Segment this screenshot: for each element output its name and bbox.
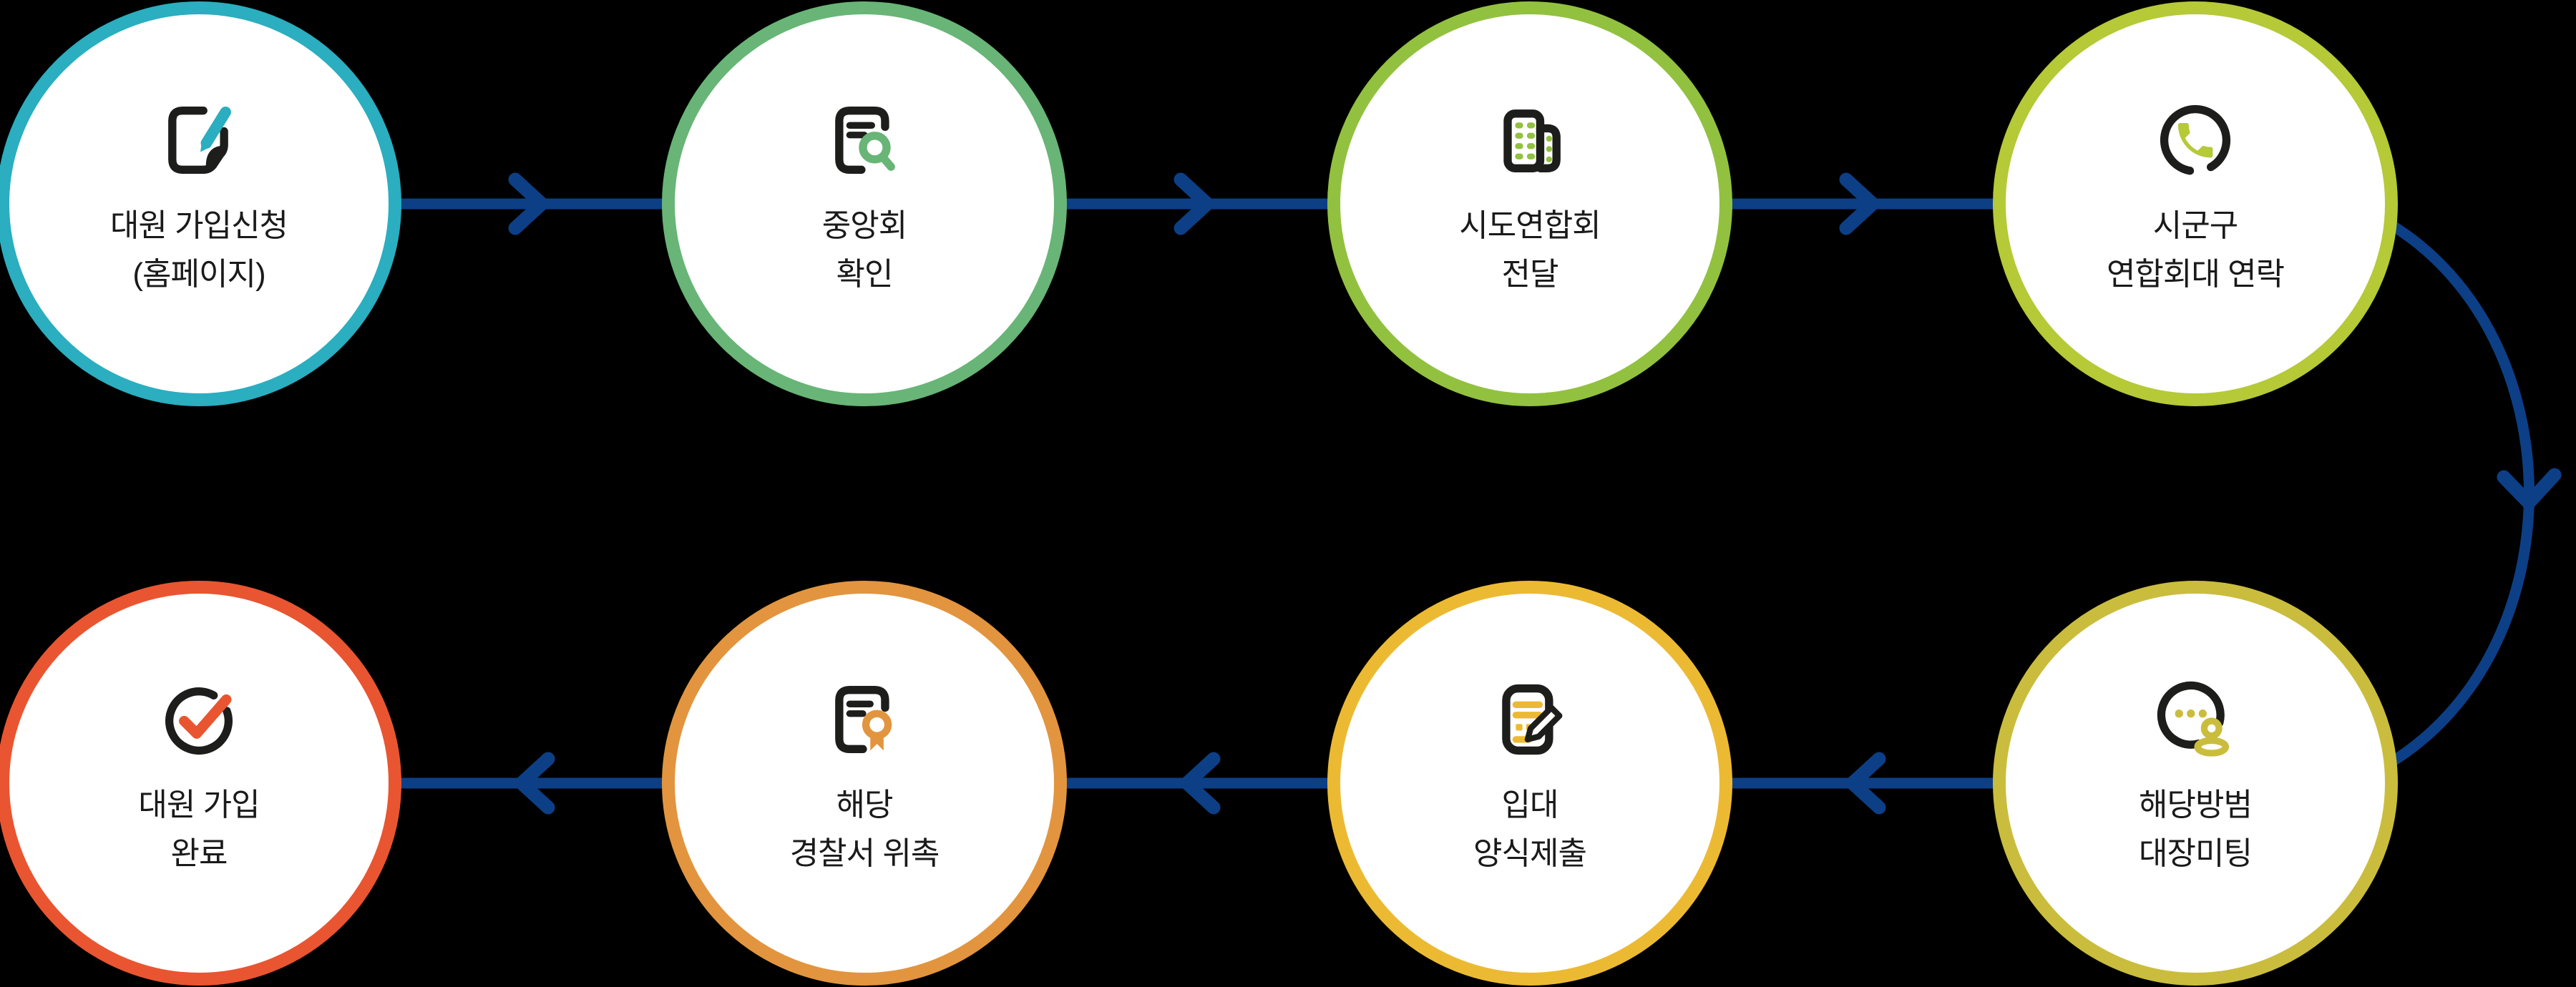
step-label-line2: 확인 [836,257,894,292]
step-label-line1: 시도연합회 [1459,208,1601,243]
step-label-line1: 중앙회 [821,208,907,243]
phone-icon [2160,104,2231,176]
check-circle-icon [165,687,233,755]
flow-step-4: 시군구 연합회대 연락 [1993,1,2398,406]
step-label-line1: 입대 [1501,787,1559,822]
step-label: 중앙회 확인 [675,202,1054,299]
step-label: 대원 가입신청 (홈페이지) [9,202,389,299]
flow-step-8: 대원 가입 완료 [0,581,401,986]
step-label-line2: 경찰서 위촉 [789,836,940,871]
step-label: 시도연합회 전달 [1340,202,1719,299]
certificate-award-icon [835,685,892,754]
step-label-line2: 완료 [170,836,228,871]
flow-step-1: 대원 가입신청 (홈페이지) [0,1,401,406]
building-windows [1515,122,1552,162]
step-label: 대원 가입 완료 [9,781,389,878]
arrow-step5-step6-head [1845,752,1886,815]
step-label-line1: 대원 가입신청 [109,208,288,243]
arrow-step6-step7-head [1180,752,1221,815]
step-label: 해당방범 대장미팅 [2006,781,2385,878]
document-search-icon [835,106,895,175]
step-label-line2: 연합회대 연락 [2106,257,2285,292]
edit-document-icon [168,106,231,175]
flow-step-5: 해당방범 대장미팅 [1993,581,2398,986]
form-pencil-icon [1502,684,1563,755]
flow-step-2: 중앙회 확인 [662,1,1067,406]
step-label: 입대 양식제출 [1340,781,1719,878]
step-label-line2: 전달 [1501,257,1559,292]
chat-person-icon [2157,681,2230,757]
arrow-step1-step2-head [508,172,549,235]
step-label-line2: 대장미팅 [2139,836,2253,871]
step-label-line1: 해당 [836,787,894,822]
arrow-step7-step8-head [514,752,555,815]
step-label-line2: 양식제출 [1473,836,1587,871]
arrow-step3-step4-head [1839,172,1880,235]
step-label-line1: 시군구 [2152,208,2238,243]
step-label: 시군구 연합회대 연락 [2006,202,2385,299]
step-label-line2: (홈페이지) [132,257,265,292]
arrow-step2-step3-head [1174,172,1214,235]
step-label: 해당 경찰서 위촉 [675,781,1054,878]
step-label-line1: 대원 가입 [138,787,260,822]
buildings-icon [1503,109,1561,172]
arrow-step4-step5-head [2497,468,2562,510]
step-label-line1: 해당방범 [2139,787,2253,822]
flow-step-3: 시도연합회 전달 [1327,1,1732,406]
flow-step-6: 입대 양식제출 [1327,581,1732,986]
arrow-step4-step5-curve [2386,218,2534,769]
flow-step-7: 해당 경찰서 위촉 [662,581,1067,986]
